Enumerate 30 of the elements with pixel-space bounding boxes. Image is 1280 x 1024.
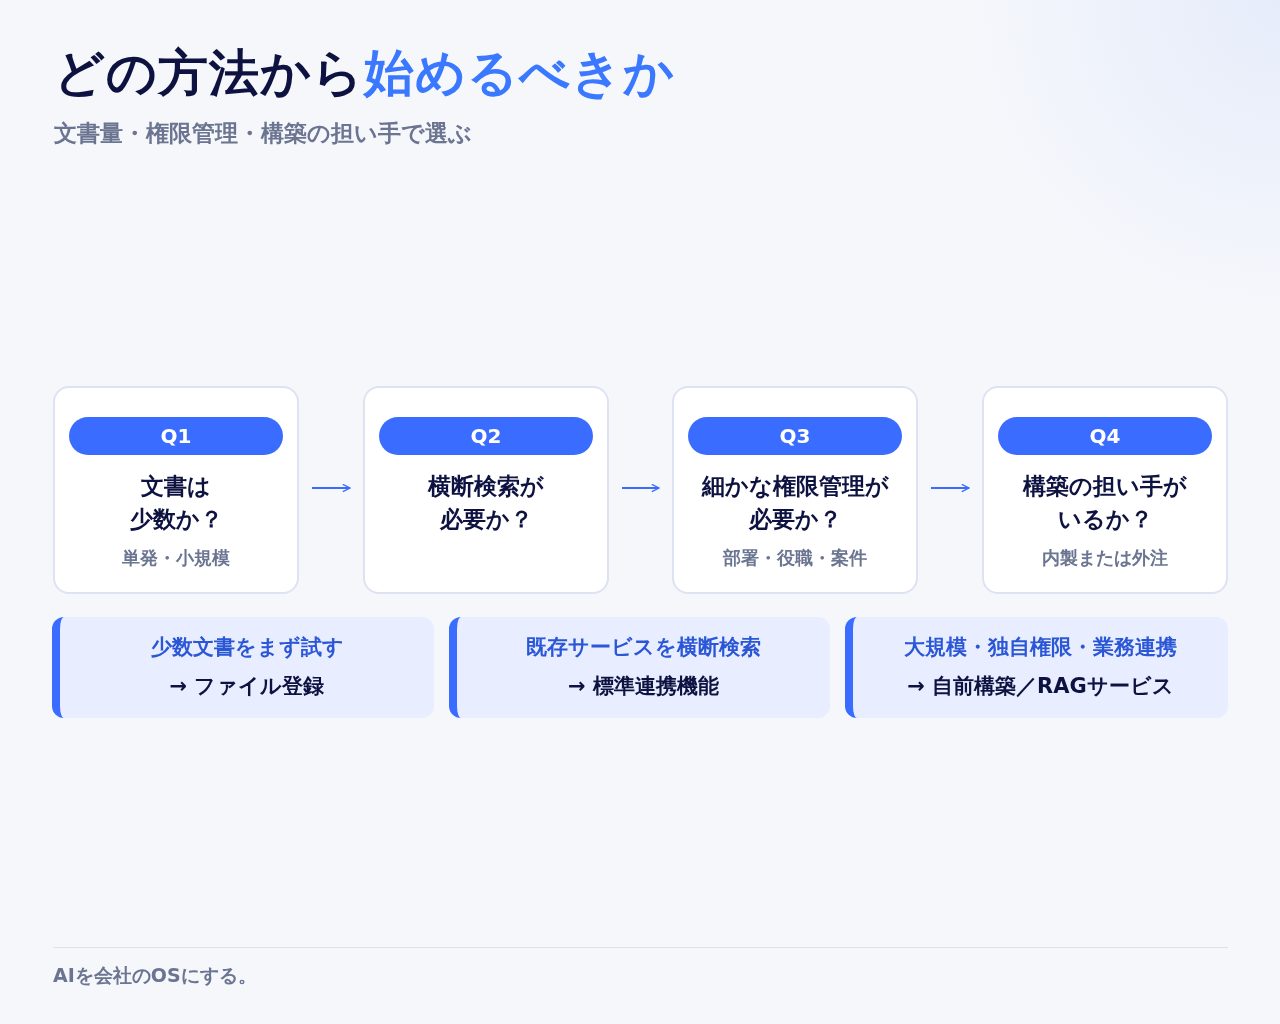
question-text: 文書は少数か？ (128, 472, 224, 534)
question-note: 内製または外注 (1041, 546, 1169, 570)
title: どの方法から始めるべきか (54, 43, 675, 104)
arrow (930, 483, 970, 493)
question-card (53, 386, 299, 594)
question-number-pill: Q1 (69, 417, 283, 455)
result-method: → 自前構築／RAGサービス (906, 673, 1175, 700)
question-card (672, 386, 918, 594)
subtitle: 文書量・権限管理・構築の担い手で選ぶ (54, 119, 472, 148)
result-panel (449, 617, 830, 718)
tagline: AIを会社のOSにする。 (53, 963, 257, 988)
question-text: 横断検索が必要か？ (426, 472, 545, 534)
question-number-pill: Q3 (688, 417, 902, 455)
result-method: → ファイル登録 (168, 673, 326, 700)
result-heading: 既存サービスを横断検索 (525, 634, 762, 661)
result-heading: 少数文書をまず試す (149, 634, 345, 661)
question-card (363, 386, 609, 594)
question-card (982, 386, 1228, 594)
result-panel (845, 617, 1228, 718)
question-note: 部署・役職・案件 (722, 546, 868, 570)
arrow (311, 483, 351, 493)
question-text: 細かな権限管理が必要か？ (700, 472, 890, 534)
result-method: → 標準連携機能 (567, 673, 720, 700)
result-panel (52, 617, 434, 718)
question-text: 構築の担い手がいるか？ (1021, 472, 1188, 534)
result-heading: 大規模・独自権限・業務連携 (903, 634, 1178, 661)
question-note: 単発・小規模 (121, 546, 231, 570)
arrow (621, 483, 660, 493)
question-number-pill: Q2 (379, 417, 593, 455)
question-number-pill: Q4 (998, 417, 1212, 455)
